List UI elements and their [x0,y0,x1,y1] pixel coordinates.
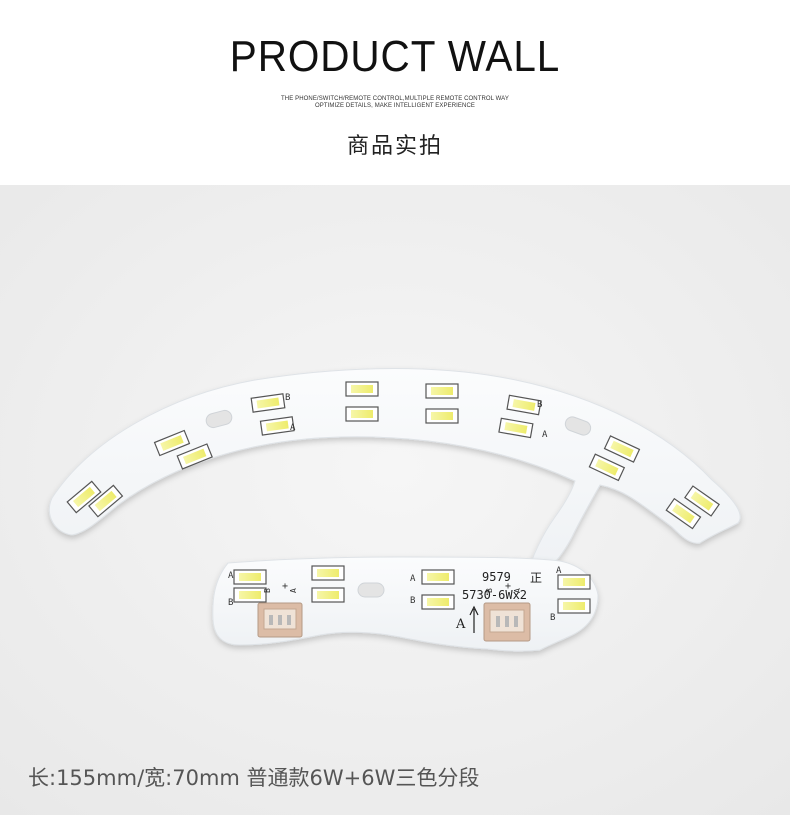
led-chip-emitter [239,591,261,599]
mounting-slot-left [205,409,233,429]
led-pair-9 [233,569,267,603]
page-title: PRODUCT WALL [229,32,561,81]
pin-label-a: A [513,588,522,593]
led-pair-4 [345,381,379,422]
led-chip-emitter [563,602,585,610]
connector-right [483,602,531,642]
led-pair-12 [557,574,591,614]
mounting-slot-right [564,416,592,436]
board-side-mark: 正 [530,571,542,585]
led-pair-6 [498,394,542,439]
pin-label-b: B [485,588,494,593]
led-label-a: A [410,574,416,584]
led-chip-emitter [427,598,449,606]
led-chip-emitter [351,385,373,393]
led-chip-emitter [610,440,634,458]
led-pair-7 [588,435,641,482]
led-chip-emitter [239,573,261,581]
pin-label-a: A [289,588,298,593]
led-label-b: B [228,598,233,608]
arrow-label: A [455,617,466,632]
led-chip-emitter [431,387,453,395]
board-model: 5730-6Wx2 [462,588,527,602]
led-pair-10 [311,565,345,603]
led-label-b: B [410,596,415,606]
led-chip-emitter [595,459,619,476]
pin-label-b: B [263,588,272,593]
led-pair-11 [421,569,455,610]
section-title: 商品实拍 [346,134,443,159]
connector-left [257,602,303,638]
led-chip-emitter [94,490,117,512]
led-label-a: A [542,430,548,440]
led-label-b: B [550,613,555,623]
led-chip-emitter [256,397,280,409]
led-chip-emitter [563,578,585,586]
arrow-up-icon [469,605,479,633]
led-label-a: A [556,566,562,576]
led-chip-emitter [351,410,373,418]
product-photo: A B A B A B B A B A B + A B + A 9579 正 5… [0,185,790,815]
led-chip-emitter [265,420,289,432]
led-chip-emitter [427,573,449,581]
led-pair-1 [66,480,124,518]
led-chip-emitter [672,504,695,524]
led-chip-emitter [512,399,536,411]
subtitle-line-1: THE PHONE/SWITCH/REMOTE CONTROL,MULTIPLE… [281,96,509,102]
led-pair-5 [425,383,459,424]
board-code: 9579 [482,570,511,584]
led-group-lower [233,565,591,614]
header: PRODUCT WALL THE PHONE/SWITCH/REMOTE CON… [0,0,790,185]
mounting-slot-bottom [357,582,385,598]
subtitle-line-2: OPTIMIZE DETAILS, MAKE INTELLIGENT EXPER… [315,103,475,109]
led-pair-8 [665,485,720,530]
led-chip-emitter [504,422,528,434]
led-chip-emitter [160,435,184,451]
led-label-b: B [537,400,542,410]
led-label-a: A [290,423,296,433]
led-chip-emitter [317,591,339,599]
led-label-a: A [228,571,234,581]
led-chip-emitter [73,486,95,508]
led-chip-emitter [690,491,714,511]
led-group-upper [66,381,720,530]
led-chip-emitter [317,569,339,577]
led-pair-3 [250,393,295,436]
led-pair-2 [153,429,213,470]
led-chip-emitter [431,412,453,420]
pin-label-plus: + [282,581,288,592]
led-label-b: B [285,393,290,403]
product-dimensions-caption: 长:155mm/宽:70mm 普通款6W+6W三色分段 [28,766,480,790]
pin-label-plus: + [505,581,511,592]
led-chip-emitter [183,448,207,465]
